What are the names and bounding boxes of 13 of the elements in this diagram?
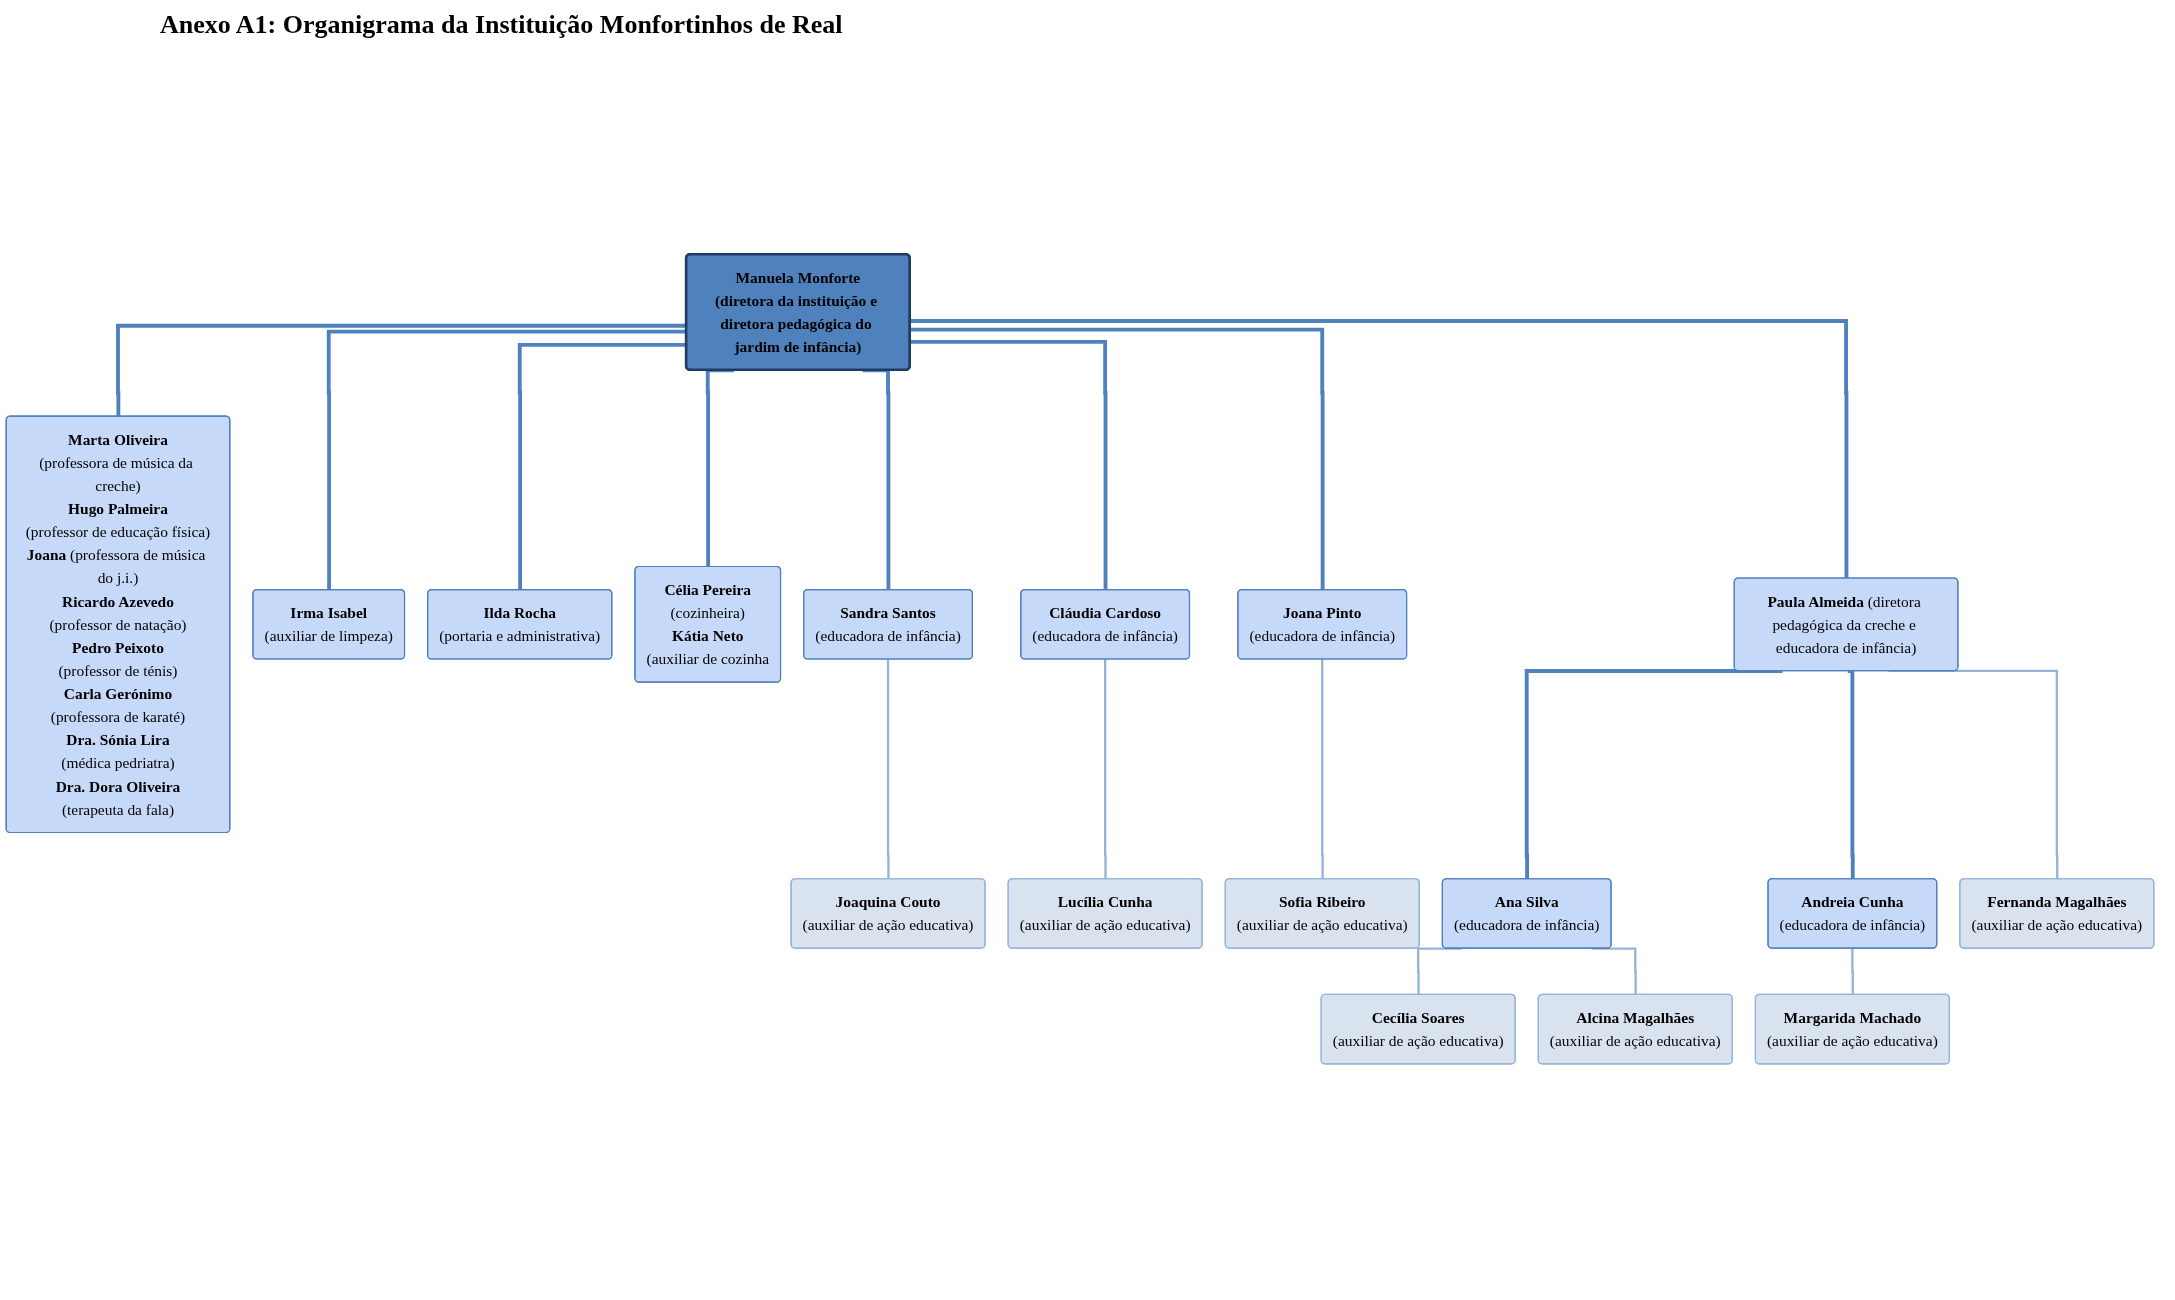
connector	[1321, 658, 1324, 880]
diagram-title: Anexo A1: Organigrama da Instituição Monfortinhos de Real	[160, 10, 844, 40]
connector	[1847, 669, 1855, 880]
connector	[910, 327, 1325, 590]
connector	[886, 658, 890, 880]
connector	[116, 323, 687, 417]
connector	[1851, 947, 1854, 995]
connector	[1103, 658, 1107, 880]
connector	[910, 319, 1849, 579]
connector	[910, 339, 1108, 590]
connector	[1524, 669, 1783, 880]
connector	[326, 329, 687, 590]
connector	[517, 343, 687, 590]
